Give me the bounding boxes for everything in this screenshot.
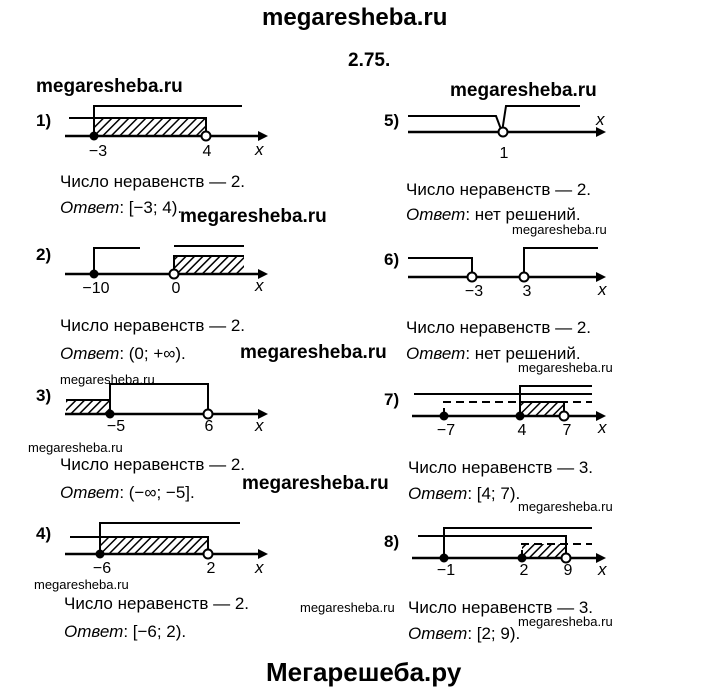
problem-1-number: 1)	[36, 111, 52, 130]
watermark: megaresheba.ru	[36, 76, 183, 97]
watermark: megaresheba.ru	[518, 360, 613, 375]
inequality-count-8: Число неравенств — 3.	[408, 598, 594, 617]
watermark: megaresheba.ru	[518, 499, 613, 514]
tick-label: −7	[436, 422, 456, 439]
watermark: megaresheba.ru	[242, 473, 389, 494]
watermark: megaresheba.ru	[240, 342, 387, 363]
site-header: megaresheba.ru	[262, 4, 448, 31]
tick-label: −3	[464, 283, 484, 300]
site-footer: Мегарешеба.ру	[266, 657, 462, 687]
watermark: megaresheba.ru	[28, 440, 123, 455]
axis-label-x: x	[255, 276, 264, 295]
watermark: megaresheba.ru	[180, 206, 327, 227]
axis-label-x: x	[596, 110, 605, 129]
tick-label: 4	[202, 143, 212, 160]
answer-6: Ответ: нет решений.	[406, 344, 581, 363]
tick-label: 6	[204, 418, 214, 435]
inequality-count-3: Число неравенств — 2.	[60, 455, 246, 474]
watermark: megaresheba.ru	[512, 222, 607, 237]
tick-label: −5	[106, 418, 126, 435]
problem-number: 2.75.	[348, 50, 391, 71]
tick-label: 1	[499, 145, 509, 162]
tick-label: 9	[563, 562, 573, 579]
inequality-count-6: Число неравенств — 2.	[406, 318, 592, 337]
tick-label: −10	[82, 280, 110, 297]
inequality-count-4: Число неравенств — 2.	[64, 594, 250, 613]
inequality-count-5: Число неравенств — 2.	[406, 180, 592, 199]
inequality-count-1: Число неравенств — 2.	[60, 172, 246, 191]
tick-label: 0	[171, 280, 181, 297]
inequality-count-2: Число неравенств — 2.	[60, 316, 246, 335]
inequality-count-7: Число неравенств — 3.	[408, 458, 594, 477]
axis-label-x: x	[598, 280, 607, 299]
watermark: megaresheba.ru	[450, 80, 597, 101]
axis-label-x: x	[255, 416, 264, 435]
axis-label-x: x	[598, 418, 607, 437]
problem-3-number: 3)	[36, 386, 52, 405]
tick-label: 2	[206, 560, 216, 577]
problem-5-number: 5)	[384, 111, 400, 130]
tick-label: 2	[519, 562, 529, 579]
answer-4: Ответ: [−6; 2).	[64, 622, 187, 641]
axis-label-x: x	[598, 560, 607, 579]
answer-2: Ответ: (0; +∞).	[60, 344, 186, 363]
problem-2-number: 2)	[36, 245, 52, 264]
answer-7: Ответ: [4; 7).	[408, 484, 521, 503]
axis-label-x: x	[255, 140, 264, 159]
problem-8-number: 8)	[384, 532, 400, 551]
problem-6-number: 6)	[384, 250, 400, 269]
tick-label: −1	[436, 562, 456, 579]
watermark: megaresheba.ru	[518, 614, 613, 629]
problem-7-number: 7)	[384, 390, 400, 409]
watermark: megaresheba.ru	[34, 577, 129, 592]
problem-4-number: 4)	[36, 524, 52, 543]
tick-label: −6	[92, 560, 112, 577]
answer-1: Ответ: [−3; 4).	[60, 198, 183, 217]
tick-label: 4	[517, 422, 527, 439]
tick-label: 3	[522, 283, 532, 300]
axis-label-x: x	[255, 558, 264, 577]
answer-5: Ответ: нет решений.	[406, 205, 581, 224]
answer-3: Ответ: (−∞; −5].	[60, 483, 195, 502]
answer-8: Ответ: [2; 9).	[408, 624, 521, 643]
watermark: megaresheba.ru	[300, 600, 395, 615]
tick-label: −3	[88, 143, 108, 160]
tick-label: 7	[562, 422, 572, 439]
